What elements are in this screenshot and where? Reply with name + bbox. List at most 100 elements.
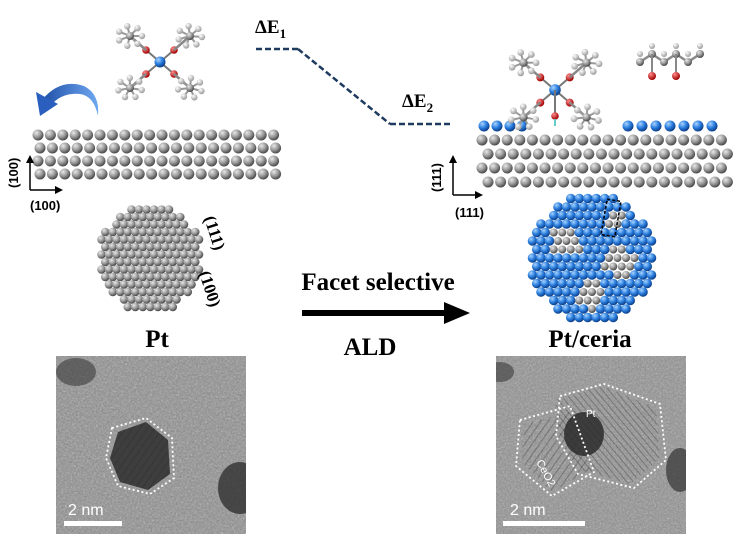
ce-atom [646,236,657,246]
pt-atom [622,271,630,279]
pt-atom [558,176,570,188]
pt-atom [549,245,558,254]
delta-e1-label: ΔE1 [255,17,286,41]
pt-atom [526,162,538,174]
ce-atom [616,295,627,306]
pt-atom [127,250,136,259]
pt-atom [157,295,166,304]
pt-atom [160,287,170,297]
pt-atom [232,142,244,154]
pt-atom [609,262,618,271]
pt-atom [34,142,46,154]
carbon-atom [696,50,704,58]
ce-atom [595,236,606,246]
pt-atom [94,155,106,167]
pt-atom [69,155,81,167]
pt-atom [665,162,677,174]
pt-atom [168,272,178,282]
pt-atom [630,254,639,262]
ce-atom [604,287,614,297]
pt-atom [592,296,601,305]
pt-atom [218,155,230,167]
ce-atom [604,270,614,280]
pt-atom [245,142,257,154]
pt-atom [564,162,576,174]
pt-atom [579,288,588,296]
pt-atom [595,176,607,188]
pt-atom [575,296,584,305]
pt-atom [183,272,193,282]
pt-atom [96,142,108,154]
pt-atom [164,220,174,229]
ce-atom [599,312,610,323]
ce-atom [548,210,559,221]
pt-atom [476,162,488,174]
hydrogen-atom [573,106,581,114]
pt-atom [142,220,151,229]
ce-atom [706,120,718,132]
oxygen-atom [672,72,680,80]
ce-atom [633,278,644,289]
ce-atom [616,278,627,289]
hydrogen-atom [191,94,198,101]
ce-atom [561,253,572,263]
pt-atom [71,142,83,154]
pt-atom [172,250,181,259]
ce-atom [553,270,563,280]
left-axis-horizontal-label: (100) [30,198,60,213]
pt-atom [168,227,178,237]
pt-atom [138,272,148,282]
ce-atom [642,261,653,272]
pt-atom [160,242,170,252]
pt-atom [71,168,83,180]
facet-100-label: (100) [195,268,224,309]
ce-atom [587,253,597,263]
pt-atom [153,227,163,237]
hydrogen-atom [697,43,703,49]
ce-atom [540,261,551,272]
pt-atom [106,155,118,167]
pt-atom [138,227,148,237]
pt-atom [476,134,488,146]
pt-atom [190,227,200,237]
ce-atom [587,202,597,212]
pt-atom [520,148,532,160]
pt-atom [119,280,129,289]
pt-atom [181,129,193,141]
ce-atom [557,295,568,306]
ce-atom [582,312,593,323]
tem-right-scale-label: 2 nm [510,502,546,519]
pt-atom [142,205,151,214]
ce-atom [536,287,546,297]
pt-atom [146,168,158,180]
pt-atom [119,220,129,229]
pt-atom [179,265,189,274]
pt-atom [142,295,151,304]
pt-atom [175,227,185,237]
tem-pt-label: Pt [586,409,596,420]
hydrogen-atom [124,23,131,30]
pt-atom [156,129,168,141]
curved-arrow-icon [36,83,99,116]
pt-atom [627,134,639,146]
hydrogen-atom [579,69,586,77]
hydrogen-atom [673,43,679,49]
pt-atom [57,129,69,141]
pt-atom [44,129,56,141]
hydrogen-atom [134,40,141,48]
pt-atom [134,280,144,289]
pt-atom [501,162,513,174]
pt-atom [183,287,193,297]
ce-atom [591,193,602,204]
pt-atom [255,155,267,167]
pt-atom [268,155,280,167]
hydrogen-atom [571,62,579,70]
ce-atom [504,120,516,132]
ce-atom [621,236,631,246]
pt-atom [106,129,118,141]
ce-atom [608,295,619,306]
ce-atom [578,270,589,280]
hydrogen-atom [584,103,591,111]
pt-atom [119,295,129,304]
